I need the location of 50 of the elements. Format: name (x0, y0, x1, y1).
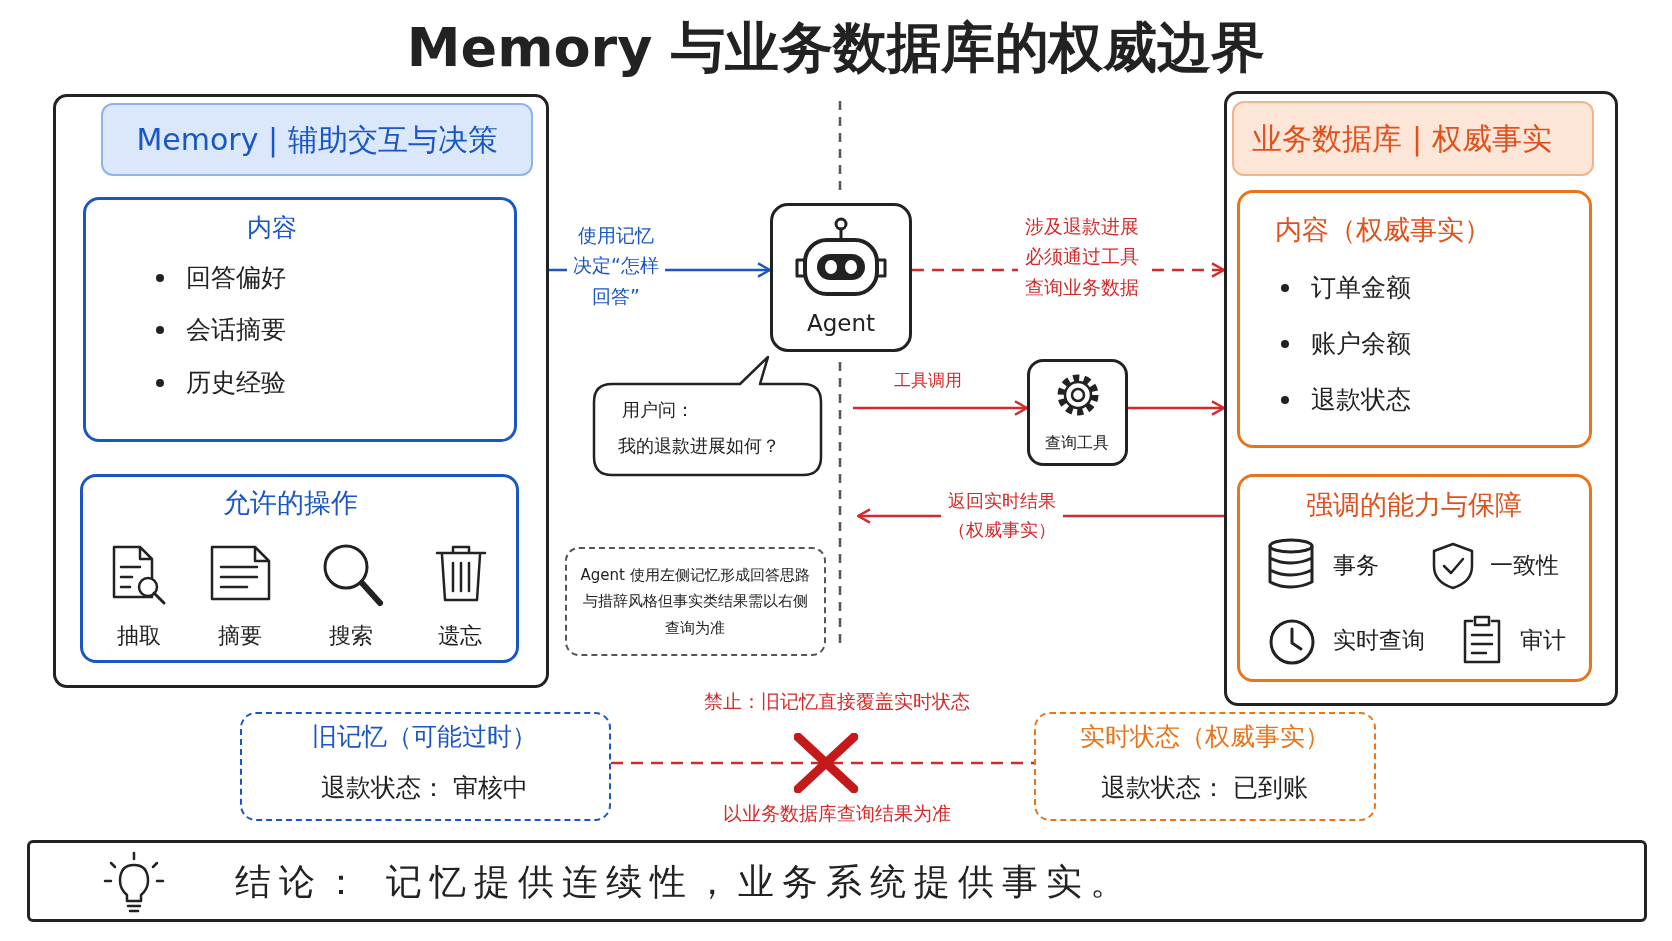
heading: 强调的能力与保障 (1306, 488, 1522, 522)
content-box (83, 197, 517, 442)
agent-box (770, 203, 912, 352)
arrow (853, 400, 1029, 416)
capability-box (1237, 474, 1592, 682)
connector-line (611, 761, 1034, 765)
label: 会话摘要 (186, 314, 286, 346)
label: 退款状态 (1311, 384, 1411, 416)
conclusion-text: 结论： 记忆提供连续性，业务系统提供事实。 (235, 859, 1135, 904)
label: 账户余额 (1311, 328, 1411, 360)
heading: 内容（权威事实） (1275, 213, 1491, 247)
label: 搜索 (329, 622, 373, 650)
label: Agent 使用左侧记忆形成回答思路与措辞风格但事实类结果需以右侧查询为准 (579, 564, 811, 639)
label: 审计 (1520, 625, 1566, 655)
label: 遗忘 (438, 622, 482, 650)
note-label: 以业务数据库查询结果为准 (723, 802, 951, 826)
arrow (1128, 400, 1226, 416)
heading: 内容 (247, 212, 297, 244)
label: 订单金额 (1311, 272, 1411, 304)
label: 历史经验 (186, 367, 286, 399)
speech-bubble (592, 355, 823, 477)
label: 我的退款进展如何？ (618, 434, 780, 458)
old-memory-box (240, 712, 611, 821)
label: Agent (806, 308, 876, 338)
panel-header (1232, 101, 1594, 176)
database-panel (1224, 91, 1618, 706)
label: 抽取 (117, 622, 161, 650)
label: 回答偏好 (186, 262, 286, 294)
title: Memory 与业务数据库的权威边界 (406, 14, 1266, 81)
label: 事务 (1333, 550, 1379, 580)
panel-header (101, 103, 533, 176)
conclusion-box (27, 840, 1647, 922)
label: 摘要 (218, 622, 262, 650)
heading: 旧记忆（可能过时） (312, 720, 537, 753)
label: Memory | 辅助交互与决策 (136, 121, 498, 159)
note-box (565, 547, 826, 656)
heading: 实时状态（权威事实） (1079, 720, 1330, 753)
tool-box (1027, 359, 1128, 466)
label: 一致性 (1490, 550, 1559, 580)
label: 实时查询 (1333, 625, 1425, 655)
label: 退款状态： 审核中 (320, 771, 529, 804)
content-box (1237, 190, 1592, 448)
realtime-box (1034, 712, 1376, 821)
label: 退款状态： 已到账 (1100, 771, 1309, 804)
memory-panel (53, 94, 549, 688)
heading: 允许的操作 (222, 486, 358, 520)
label: 业务数据库 | 权威事实 (1252, 120, 1552, 158)
operations-box (80, 474, 519, 663)
heading: 用户问： (622, 398, 694, 422)
label: 查询工具 (1045, 433, 1109, 453)
